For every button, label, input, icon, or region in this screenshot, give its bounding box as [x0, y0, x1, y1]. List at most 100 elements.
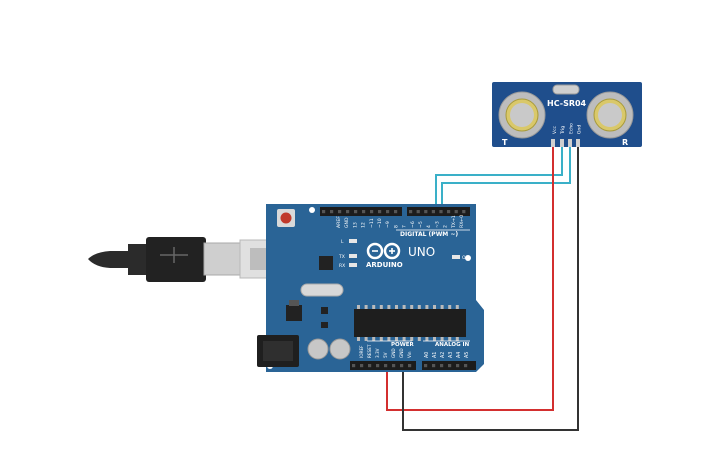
digital-pin-hole[interactable]: [346, 210, 350, 214]
digital-pin-hole[interactable]: [454, 210, 458, 214]
power-pin-hole[interactable]: [384, 364, 388, 368]
wire-echo[interactable]: [441, 147, 571, 212]
sensor-pin-label: Gnd: [577, 125, 583, 134]
voltage-regulator: [286, 305, 302, 321]
digital-label: DIGITAL (PWM ~): [400, 231, 458, 238]
sensor-pin[interactable]: [568, 139, 572, 147]
wire-vcc-5v[interactable]: [386, 147, 554, 411]
power-pin-hole[interactable]: [408, 364, 412, 368]
analog-pin-hole[interactable]: [440, 364, 444, 368]
atmega-chip: [354, 305, 466, 341]
transducer-r: [586, 91, 634, 139]
digital-pin-label: ~11: [369, 218, 375, 228]
digital-pin-label: RX←0: [459, 215, 465, 228]
digital-pin-hole[interactable]: [330, 210, 334, 214]
power-pin-label: 5V: [383, 352, 388, 358]
digital-pin-label: ~3: [434, 221, 440, 228]
wires: [386, 147, 579, 431]
usb-chip: [319, 256, 333, 270]
digital-pin-hole[interactable]: [439, 210, 443, 214]
power-pin-label: RESET: [367, 344, 372, 358]
power-label: POWER: [391, 342, 415, 348]
power-pin-hole[interactable]: [376, 364, 380, 368]
analog-pin-label: A0: [424, 352, 430, 358]
power-pin-hole[interactable]: [400, 364, 404, 368]
sensor-pin[interactable]: [576, 139, 580, 147]
digital-pin-label: 12: [361, 222, 367, 228]
analog-pin-label: A4: [456, 352, 462, 358]
analog-pin-hole[interactable]: [448, 364, 452, 368]
power-pin-hole[interactable]: [360, 364, 364, 368]
analog-label: ANALOG IN: [435, 342, 470, 348]
power-header[interactable]: [350, 361, 416, 370]
led-l-label: L: [341, 239, 344, 245]
power-pin-label: Vin: [407, 351, 412, 358]
digital-pin-hole[interactable]: [462, 210, 466, 214]
led-on-label: ON: [462, 255, 469, 261]
analog-header[interactable]: [422, 361, 476, 370]
analog-pin-label: A2: [440, 352, 446, 358]
digital-pin-hole[interactable]: [370, 210, 374, 214]
digital-pin-hole[interactable]: [386, 210, 390, 214]
wire-trig[interactable]: [435, 147, 563, 212]
digital-pin-hole[interactable]: [378, 210, 382, 214]
digital-pin-label: 4: [426, 225, 432, 228]
digital-pin-label: ~10: [377, 218, 383, 228]
digital-pin-hole[interactable]: [447, 210, 451, 214]
sensor-pin-label: Echo: [568, 123, 574, 134]
digital-pin-hole[interactable]: [409, 210, 413, 214]
digital-pin-hole[interactable]: [362, 210, 366, 214]
sensor-t-mark: T: [502, 138, 508, 147]
led-indicators: L TX RX ON: [338, 239, 469, 269]
wire-gnd[interactable]: [402, 147, 579, 431]
analog-pin-label: A1: [432, 352, 438, 358]
digital-pin-hole[interactable]: [338, 210, 342, 214]
sensor-pin-label: Vcc: [552, 125, 558, 134]
sensor-pin[interactable]: [551, 139, 555, 147]
model-label: UNO: [408, 245, 435, 259]
digital-pin-label: 2: [443, 225, 449, 228]
digital-pin-hole[interactable]: [322, 210, 326, 214]
usb-cable[interactable]: [88, 237, 271, 282]
capacitor-2: [329, 338, 351, 360]
power-pin-label: GND: [391, 348, 396, 358]
crystal: [300, 283, 344, 297]
power-pin-hole[interactable]: [368, 364, 372, 368]
sensor-r-mark: R: [622, 138, 628, 147]
analog-pin-hole[interactable]: [456, 364, 460, 368]
power-pin-label: IOREF: [359, 345, 364, 358]
sensor-crystal: [552, 84, 580, 95]
analog-pin-label: A5: [464, 352, 470, 358]
digital-pin-label: GND: [344, 217, 350, 228]
led-tx-label: TX: [338, 254, 345, 260]
digital-pin-label: ~9: [385, 221, 391, 228]
digital-pin-hole[interactable]: [394, 210, 398, 214]
digital-pin-label: 13: [352, 222, 358, 228]
power-jack: [257, 335, 299, 367]
sensor-pin-label: Trig: [560, 126, 566, 135]
capacitor-1: [307, 338, 329, 360]
digital-pin-hole[interactable]: [431, 210, 435, 214]
analog-pin-hole[interactable]: [432, 364, 436, 368]
digital-pin-label: ~6: [410, 221, 416, 228]
arduino-infinity-logo: [366, 242, 401, 260]
digital-pin-hole[interactable]: [416, 210, 420, 214]
power-pin-hole[interactable]: [352, 364, 356, 368]
reset-button[interactable]: [277, 209, 295, 227]
digital-pin-hole[interactable]: [424, 210, 428, 214]
digital-header[interactable]: [320, 207, 470, 216]
power-pin-label: 3.3V: [375, 348, 380, 358]
digital-pin-label: 8: [393, 225, 399, 228]
analog-pin-hole[interactable]: [464, 364, 468, 368]
analog-pin-hole[interactable]: [424, 364, 428, 368]
digital-pin-label: 7: [402, 225, 408, 228]
brand-label: ARDUINO: [366, 261, 403, 269]
led-rx-label: RX: [339, 263, 345, 269]
transducer-t: [498, 91, 546, 139]
sensor-pin[interactable]: [560, 139, 564, 147]
power-pin-hole[interactable]: [392, 364, 396, 368]
digital-pin-hole[interactable]: [354, 210, 358, 214]
